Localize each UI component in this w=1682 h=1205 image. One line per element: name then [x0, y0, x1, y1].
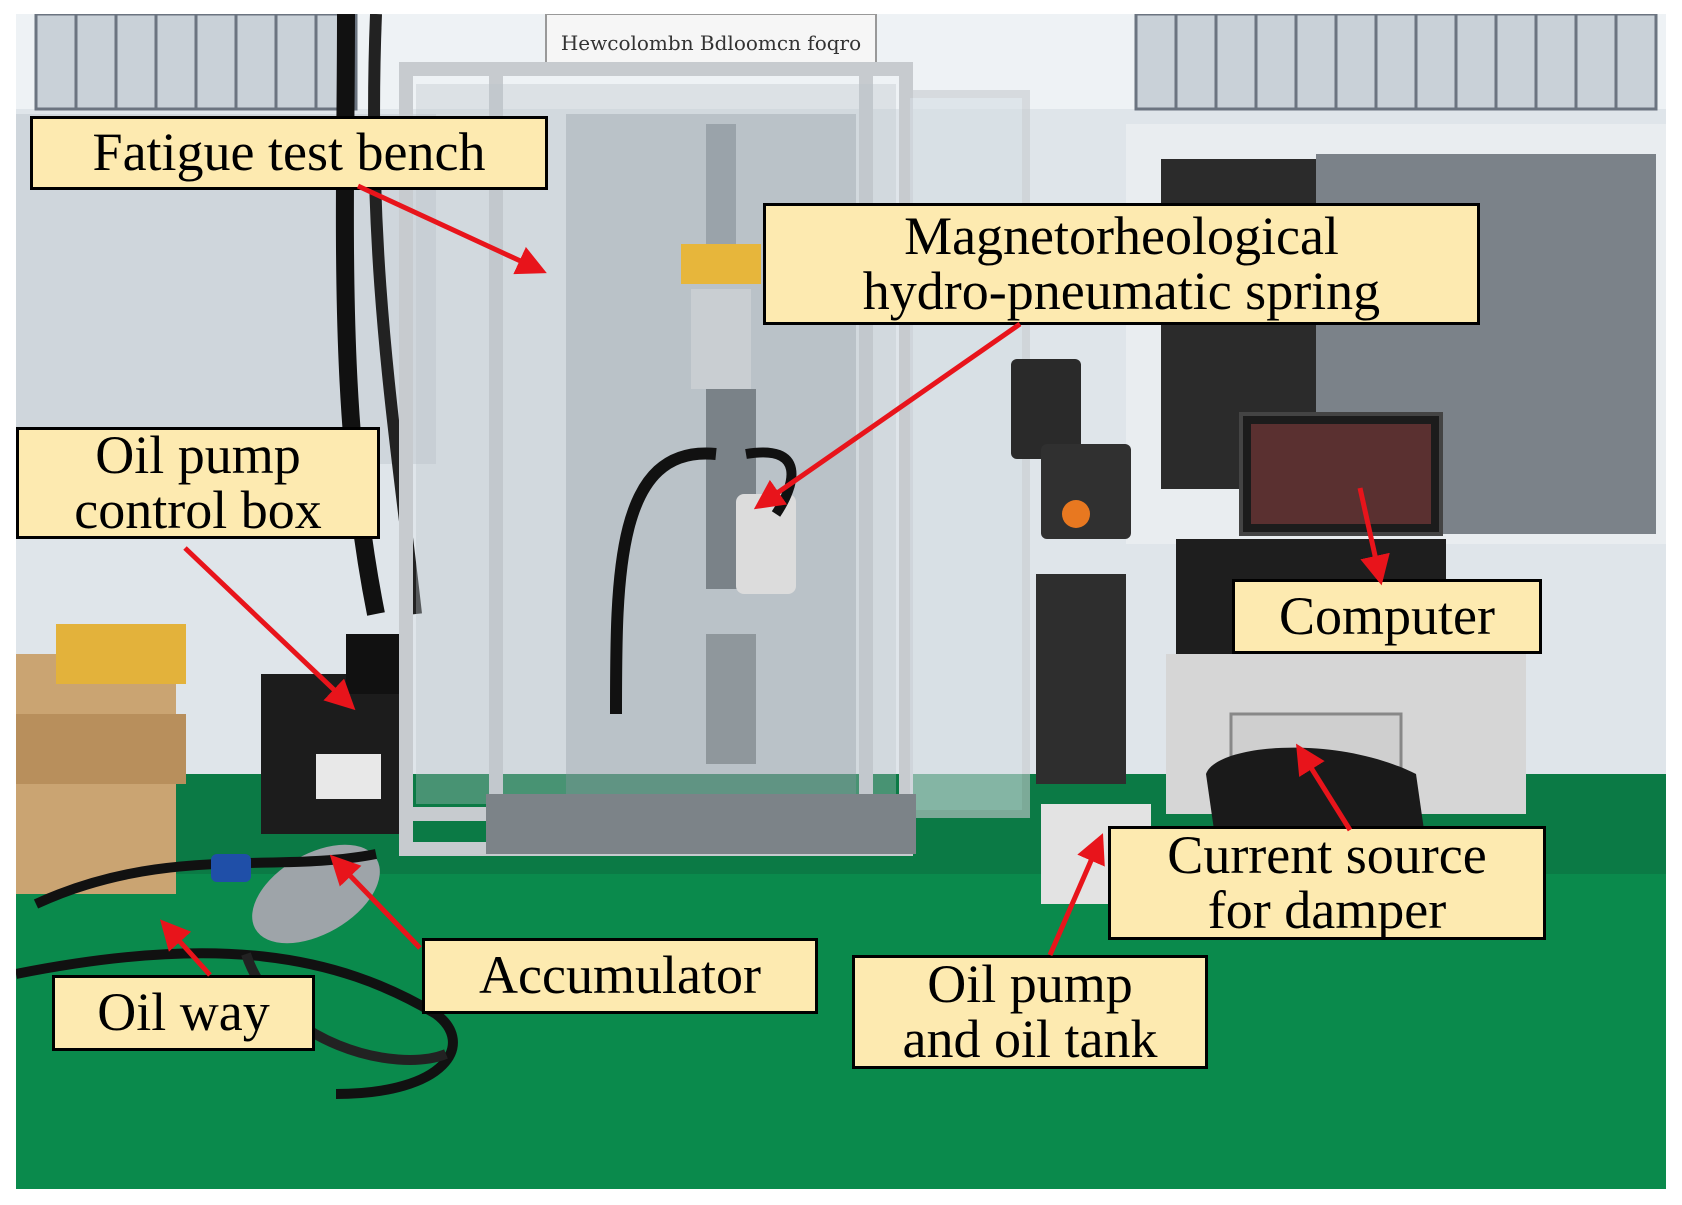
window-grid-left — [34, 14, 358, 111]
label-text: Oil way — [97, 982, 270, 1043]
label-text: Accumulator — [479, 945, 761, 1006]
banner-text: Hewcolombn Bdloomcn foqro — [561, 31, 861, 55]
label-text-line2: control box — [74, 480, 322, 540]
label-text-line1: Magnetorheological — [904, 205, 1339, 266]
label-fatigue-test-bench: Fatigue test bench — [30, 116, 548, 190]
label-accumulator: Accumulator — [422, 938, 818, 1014]
label-mr-hydro-pneumatic-spring: Magnetorheological hydro-pneumatic sprin… — [763, 203, 1480, 325]
label-text-line2: hydro-pneumatic spring — [862, 261, 1381, 321]
label-text: Fatigue test bench — [92, 122, 486, 183]
label-text: Computer — [1279, 585, 1495, 646]
label-text-line1: Current source — [1167, 824, 1487, 885]
window-grid-right — [1134, 14, 1658, 111]
label-current-source-for-damper: Current source for damper — [1108, 826, 1546, 940]
label-computer: Computer — [1232, 579, 1542, 654]
label-oil-pump-and-oil-tank: Oil pump and oil tank — [852, 955, 1208, 1069]
label-text-line2: and oil tank — [902, 1009, 1158, 1069]
label-text-line1: Oil pump — [927, 953, 1133, 1014]
label-text-line1: Oil pump — [95, 424, 301, 485]
label-oil-way: Oil way — [52, 975, 315, 1051]
label-oil-pump-control-box: Oil pump control box — [16, 427, 380, 539]
label-text-line2: for damper — [1207, 880, 1447, 940]
